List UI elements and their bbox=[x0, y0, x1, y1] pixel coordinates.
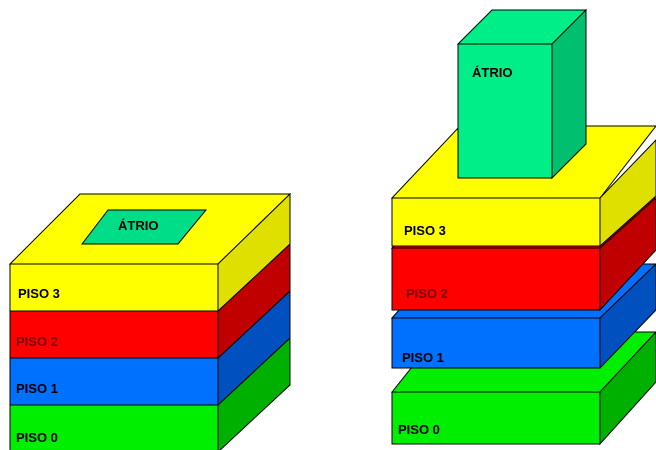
right-floor-1-label: PISO 1 bbox=[402, 350, 444, 365]
left-atrium-label: ÁTRIO bbox=[118, 218, 158, 233]
right-atrium: ÁTRIO bbox=[456, 8, 588, 180]
left-floor-3-front bbox=[9, 263, 219, 312]
left-floor-3-label: PISO 3 bbox=[18, 286, 60, 301]
right-floor-0-front bbox=[391, 391, 601, 445]
right-floor-2-front bbox=[391, 247, 601, 311]
left-floor-1-label: PISO 1 bbox=[16, 381, 58, 396]
right-floor-3-front bbox=[391, 197, 601, 247]
left-floor-2: PISO 2 bbox=[9, 242, 291, 360]
right-stack: PISO 0 PISO 1 PISO 2 PISO 3 bbox=[390, 8, 656, 446]
right-atrium-front bbox=[457, 43, 553, 179]
right-floor-2-label: PISO 2 bbox=[406, 286, 448, 301]
left-atrium-opening bbox=[80, 209, 208, 245]
left-floor-0: PISO 0 bbox=[9, 336, 291, 450]
left-floor-2-label: PISO 2 bbox=[16, 334, 58, 349]
left-floor-0-front bbox=[9, 404, 219, 450]
right-atrium-label: ÁTRIO bbox=[472, 65, 512, 80]
left-floor-2-front bbox=[9, 310, 219, 359]
left-floor-0-label: PISO 0 bbox=[16, 430, 58, 445]
left-stack: PISO 0 PISO 1 PISO 2 PISO 3 ÁTRIO bbox=[8, 192, 292, 450]
right-floor-0-label: PISO 0 bbox=[398, 422, 440, 437]
left-atrium: ÁTRIO bbox=[80, 209, 208, 245]
right-floor-3-label: PISO 3 bbox=[404, 223, 446, 238]
right-floor-1-front bbox=[391, 317, 601, 369]
left-floor-3: PISO 3 bbox=[8, 192, 292, 313]
